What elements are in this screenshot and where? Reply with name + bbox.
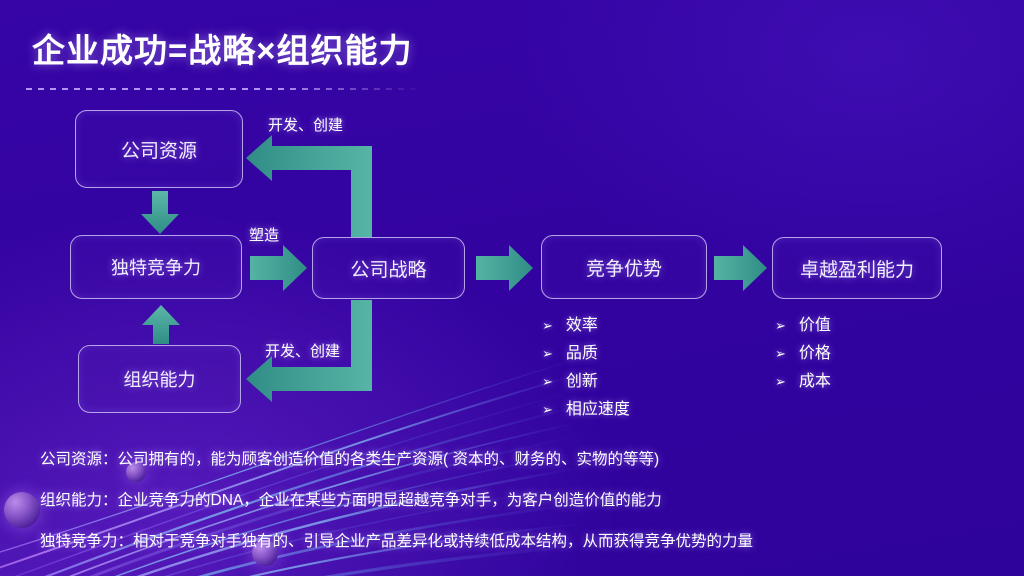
arrow-unique-to-strategy (250, 245, 307, 291)
list-item: ➢ 成本 (775, 367, 831, 391)
node-company-resource[interactable]: 公司资源 (75, 110, 243, 188)
arrowhead-bullet-icon: ➢ (542, 374, 553, 389)
title-divider (26, 88, 426, 90)
arrowhead-bullet-icon: ➢ (775, 346, 786, 361)
bullet-list-profitability: ➢ 价值 ➢ 价格 ➢ 成本 (775, 311, 831, 395)
arrow-strategy-feedback-to-orgcap (246, 300, 372, 402)
node-unique-competence[interactable]: 独特竞争力 (70, 235, 242, 299)
arrowhead-bullet-icon: ➢ (775, 318, 786, 333)
list-item: ➢ 效率 (542, 311, 630, 335)
footnote-organizational-capability: 组织能力：企业竞争力的DNA，企业在某些方面明显超越竞争对手，为客户创造价值的能… (40, 492, 662, 509)
node-label: 公司战略 (350, 259, 427, 281)
node-label: 组织能力 (123, 370, 196, 390)
list-item-label: 价格 (798, 345, 831, 362)
arrow-resource-to-unique (141, 191, 179, 234)
node-label: 公司资源 (120, 140, 197, 162)
list-item-label: 价值 (798, 317, 831, 334)
node-competitive-advantage[interactable]: 竞争优势 (541, 235, 707, 299)
footnote-company-resource: 公司资源：公司拥有的，能为顾客创造价值的各类生产资源( 资本的、财务的、实物的等… (40, 451, 660, 468)
edge-label-develop-create-top: 开发、创建 (268, 117, 344, 134)
list-item: ➢ 价格 (775, 339, 831, 363)
list-item-label: 创新 (565, 373, 598, 390)
bullet-list-competitive-advantage: ➢ 效率 ➢ 品质 ➢ 创新 ➢ 相应速度 (542, 311, 630, 423)
arrow-strategy-feedback-to-resource (246, 135, 372, 237)
edge-label-shape: 塑造 (249, 227, 280, 244)
edge-label-develop-create-bottom: 开发、创建 (265, 343, 341, 360)
list-item: ➢ 相应速度 (542, 395, 630, 419)
list-item: ➢ 品质 (542, 339, 630, 363)
slide-title: 企业成功=战略×组织能力 (32, 32, 413, 69)
list-item-label: 相应速度 (565, 401, 630, 418)
arrowhead-bullet-icon: ➢ (542, 402, 553, 417)
arrow-strategy-to-advantage (476, 245, 533, 291)
node-label: 竞争优势 (585, 258, 662, 280)
list-item: ➢ 创新 (542, 367, 630, 391)
list-item-label: 品质 (565, 345, 598, 362)
footnote-unique-competence: 独特竞争力：相对于竞争对手独有的、引导企业产品差异化或持续低成本结构，从而获得竞… (40, 533, 754, 550)
node-organizational-capability[interactable]: 组织能力 (78, 345, 241, 413)
arrow-advantage-to-profit (714, 245, 767, 291)
node-label: 卓越盈利能力 (799, 259, 914, 281)
node-label: 独特竞争力 (111, 258, 201, 278)
arrowhead-bullet-icon: ➢ (542, 318, 553, 333)
arrow-orgcap-to-unique (142, 305, 180, 344)
arrowhead-bullet-icon: ➢ (542, 346, 553, 361)
arrowhead-bullet-icon: ➢ (775, 374, 786, 389)
footnote-definitions: 公司资源：公司拥有的，能为顾客创造价值的各类生产资源( 资本的、财务的、实物的等… (40, 447, 1000, 570)
list-item-label: 效率 (565, 317, 598, 334)
node-excellent-profitability[interactable]: 卓越盈利能力 (772, 237, 942, 299)
node-company-strategy[interactable]: 公司战略 (312, 237, 465, 299)
list-item: ➢ 价值 (775, 311, 831, 335)
list-item-label: 成本 (798, 373, 831, 390)
